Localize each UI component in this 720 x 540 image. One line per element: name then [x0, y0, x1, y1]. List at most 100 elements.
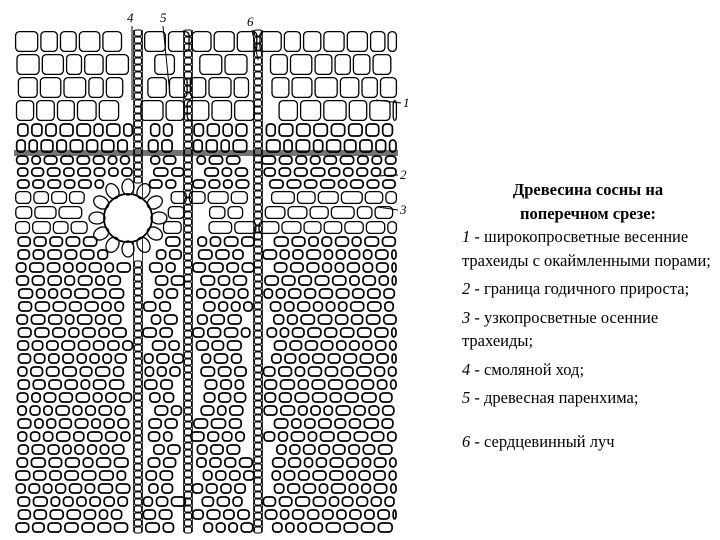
ray-cell — [184, 183, 192, 191]
tracheid-cell — [345, 379, 359, 390]
tracheid-cell — [329, 392, 342, 403]
tracheid-cell — [98, 327, 110, 338]
ray-cell — [254, 106, 262, 114]
ray-cell — [254, 141, 262, 149]
tracheid-cell — [162, 220, 182, 235]
tracheid-cell — [215, 470, 227, 481]
ray-cell — [254, 253, 262, 261]
tracheid-cell — [99, 444, 110, 455]
tracheid-cell — [206, 123, 221, 137]
ray-cell — [134, 50, 142, 58]
tracheid-cell — [48, 457, 63, 468]
tracheid-cell — [98, 99, 120, 122]
tracheid-cell — [323, 99, 347, 122]
tracheid-cell — [144, 522, 161, 533]
ray-cell — [184, 127, 192, 135]
tracheid-cell — [32, 496, 48, 507]
tracheid-cell — [260, 155, 277, 165]
tracheid-cell — [104, 431, 118, 442]
tracheid-cell — [283, 470, 296, 481]
tracheid-cell — [350, 314, 364, 325]
ray-cell — [184, 120, 192, 128]
ray-cell — [134, 78, 142, 86]
ray-cell — [254, 176, 262, 184]
ray-cell — [134, 407, 142, 415]
ray-cell — [134, 92, 142, 100]
legend-item-3: 3 - узкопросветные осенние трахеиды; — [462, 306, 714, 353]
tracheid-cell — [165, 288, 179, 299]
tracheid-cell — [373, 457, 387, 468]
tracheid-cell — [52, 301, 67, 312]
tracheid-cell — [64, 314, 75, 325]
tracheid-cell — [286, 179, 302, 189]
ray-cell — [134, 519, 142, 527]
tracheid-cell — [294, 392, 310, 403]
tracheid-cell — [243, 301, 254, 312]
tracheid-cell — [259, 30, 282, 53]
tracheid-cell — [192, 262, 207, 273]
tracheid-cell — [325, 522, 342, 533]
tracheid-cell — [162, 123, 173, 137]
tracheid-cell — [319, 431, 335, 442]
tracheid-cell — [356, 327, 372, 338]
tracheid-cell — [208, 288, 221, 299]
ray-cell — [184, 204, 192, 212]
ray-cell — [134, 470, 142, 478]
tracheid-cell — [107, 275, 122, 286]
legend-item-5: 5 - древесная паренхима; — [462, 386, 714, 410]
tracheid-cell — [228, 418, 243, 429]
tracheid-cell — [310, 167, 326, 177]
tracheid-cell — [263, 431, 276, 442]
tracheid-cell — [238, 457, 254, 468]
tracheid-cell — [390, 327, 397, 338]
ray-cell — [184, 267, 192, 275]
ray-cell — [134, 505, 142, 513]
ray-cell — [254, 113, 262, 121]
tracheid-cell — [335, 288, 350, 299]
leader-line — [375, 99, 402, 104]
tracheid-cell — [106, 123, 121, 137]
ray-cell — [184, 169, 192, 177]
tracheid-cell — [264, 392, 277, 403]
ray-cell — [254, 470, 262, 478]
tracheid-cell — [368, 405, 380, 416]
tracheid-cell — [30, 314, 46, 325]
tracheid-cell — [319, 179, 336, 189]
ray-cell — [184, 36, 192, 44]
tracheid-cell — [240, 236, 255, 247]
ray-cell — [184, 274, 192, 282]
tracheid-cell — [391, 353, 397, 364]
ray-cell — [134, 323, 142, 331]
tracheid-cell — [317, 190, 339, 205]
tracheid-cell — [374, 205, 394, 220]
ray-cell — [134, 456, 142, 464]
ray-cell — [184, 519, 192, 527]
tracheid-cell — [308, 236, 319, 247]
tracheid-cell — [335, 405, 352, 416]
tracheid-cell — [374, 340, 387, 351]
tracheid-cell — [391, 262, 397, 273]
tracheid-cell — [233, 366, 247, 377]
ray-cell — [134, 330, 142, 338]
tracheid-cell — [95, 275, 106, 286]
tracheid-cell — [29, 366, 44, 377]
tracheid-cell — [296, 301, 311, 312]
ray-cell — [134, 29, 142, 37]
tracheid-cell — [47, 275, 62, 286]
tracheid-cell — [17, 431, 28, 442]
tracheid-cell — [211, 99, 233, 122]
tracheid-cell — [321, 262, 333, 273]
tracheid-cell — [91, 288, 107, 299]
leader-line — [162, 25, 171, 96]
tracheid-cell — [334, 262, 345, 273]
tracheid-cell — [97, 522, 112, 533]
tracheid-cell — [165, 179, 177, 189]
tracheid-cell — [147, 76, 167, 99]
tracheid-cell — [77, 167, 92, 177]
tracheid-cell — [294, 496, 311, 507]
tracheid-cell — [29, 405, 41, 416]
tracheid-cell — [216, 496, 231, 507]
tracheid-cell — [225, 155, 241, 165]
ray-cell — [254, 211, 262, 219]
tracheid-cell — [230, 353, 243, 364]
